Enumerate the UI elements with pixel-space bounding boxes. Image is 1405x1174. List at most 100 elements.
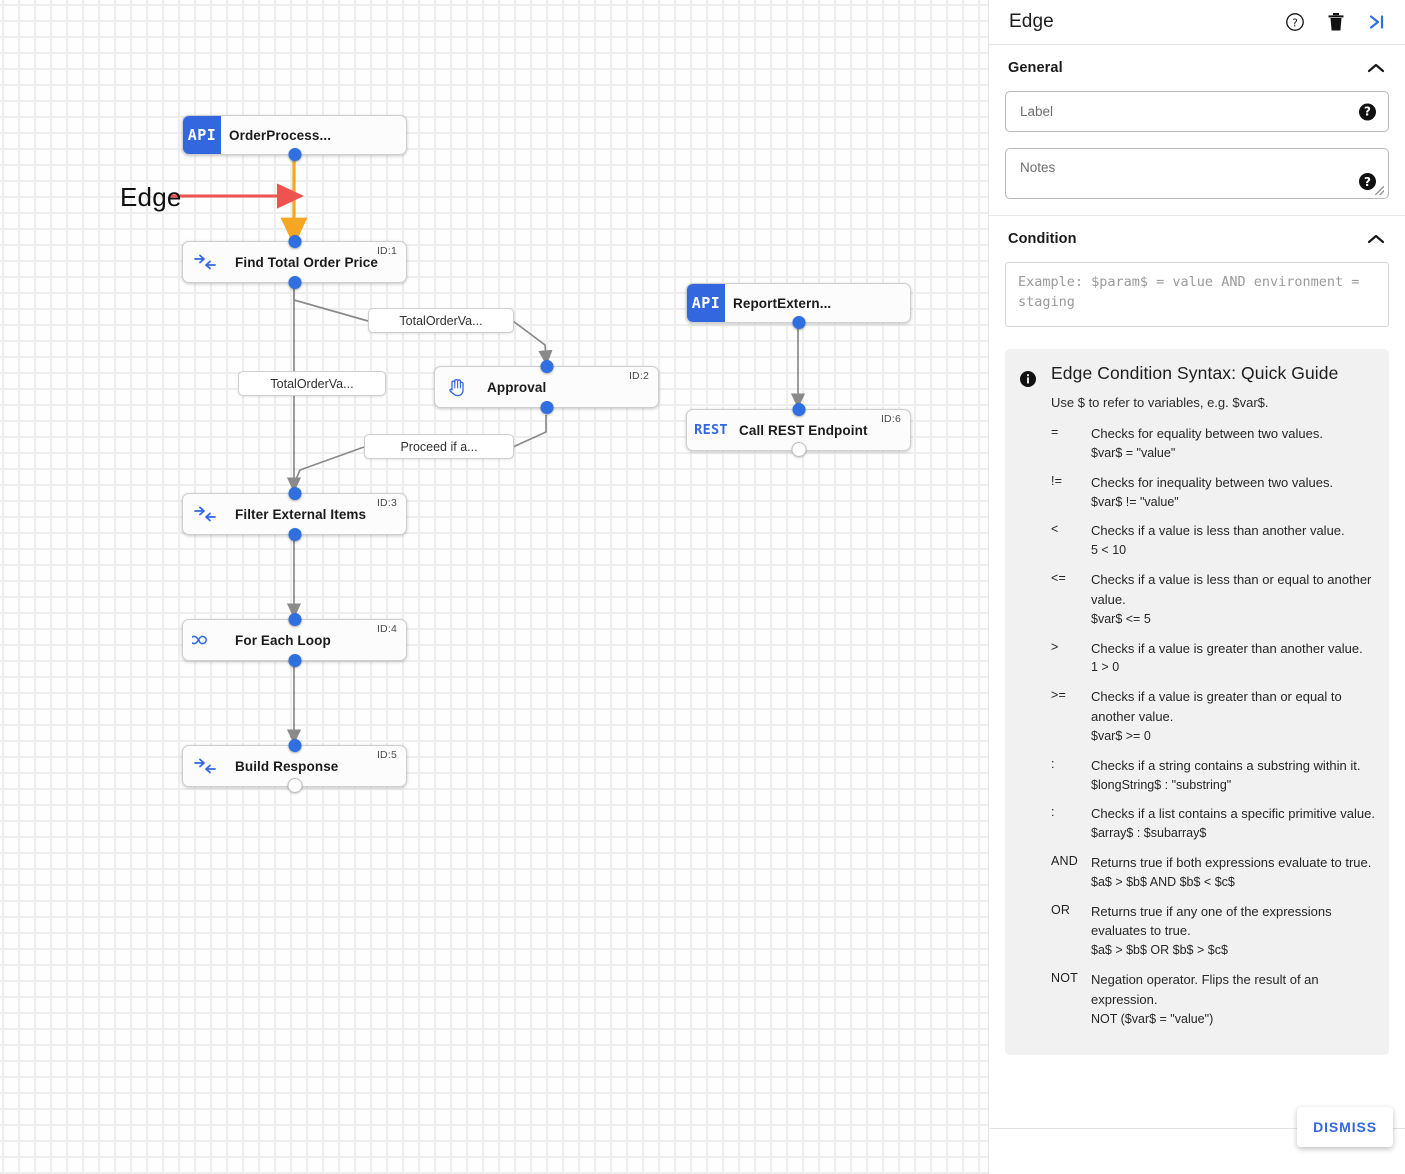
node-output-port[interactable] — [288, 276, 301, 289]
delete-icon[interactable] — [1327, 12, 1345, 32]
operator-symbol: NOT — [1051, 971, 1078, 985]
collapse-panel-icon[interactable] — [1367, 12, 1387, 32]
loop-icon — [183, 633, 227, 647]
operator-row: <= Checks if a value is less than or equa… — [1051, 570, 1375, 629]
operator-symbol: != — [1051, 473, 1063, 488]
chevron-up-icon[interactable] — [1366, 233, 1386, 245]
node-output-port[interactable] — [287, 778, 302, 793]
dismiss-button[interactable]: DISMISS — [1297, 1107, 1393, 1147]
operator-symbol: : — [1051, 756, 1055, 771]
node-for-each-loop[interactable]: For Each Loop ID:4 — [182, 613, 407, 667]
quick-guide-title: Edge Condition Syntax: Quick Guide — [1051, 363, 1339, 384]
operator-description: Checks if a value is less than another v… — [1091, 523, 1345, 539]
label-field[interactable]: Label ? — [1005, 91, 1389, 132]
node-output-port[interactable] — [540, 401, 553, 414]
operator-description-cell: Checks if a value is less than another v… — [1091, 521, 1375, 560]
operator-row: >Checks if a value is greater than anoth… — [1051, 639, 1375, 678]
edge-properties-panel: Edge ? — [988, 0, 1405, 1174]
edge-label-box[interactable]: Proceed if a... — [364, 434, 514, 459]
node-report-external[interactable]: API ReportExtern... — [686, 283, 911, 329]
node-title: Approval — [487, 379, 547, 395]
operator-symbol: OR — [1051, 902, 1071, 917]
operator-symbol: = — [1051, 425, 1059, 440]
condition-heading: Condition — [1008, 231, 1077, 247]
operator-row: : Checks if a list contains a specific pr… — [1051, 804, 1375, 843]
operator-description-cell: Checks if a list contains a specific pri… — [1091, 804, 1375, 843]
rest-badge-icon: REST — [694, 422, 728, 438]
notes-resize-handle[interactable] — [1375, 186, 1384, 195]
operator-symbol: < — [1051, 522, 1059, 537]
operator-description: Checks if a value is less than or equal … — [1091, 572, 1372, 607]
general-heading: General — [1008, 60, 1063, 76]
node-id-tag: ID:3 — [376, 497, 397, 509]
node-output-port[interactable] — [288, 528, 301, 541]
operator-symbol: : — [1051, 805, 1055, 820]
condition-section-header[interactable]: Condition — [1005, 216, 1389, 262]
node-output-port[interactable] — [791, 442, 806, 457]
quick-guide-subtitle: Use $ to refer to variables, e.g. $var$. — [1051, 395, 1269, 411]
notes-field-placeholder: Notes — [1020, 160, 1056, 175]
node-input-port[interactable] — [792, 403, 805, 416]
node-id-tag: ID:4 — [376, 623, 397, 635]
node-input-port[interactable] — [288, 739, 301, 752]
node-call-rest-endpoint[interactable]: REST Call REST Endpoint ID:6 — [686, 403, 911, 457]
operator-description-cell: Checks if a value is greater than anothe… — [1091, 639, 1375, 678]
help-icon[interactable]: ? — [1285, 12, 1305, 32]
node-output-port[interactable] — [792, 316, 805, 329]
panel-header-actions: ? — [1285, 12, 1387, 32]
operator-symbol: <= — [1051, 571, 1066, 585]
operator-description: Checks if a string contains a substring … — [1091, 757, 1361, 773]
operator-description-cell: Checks if a string contains a substring … — [1091, 756, 1375, 795]
operator-example: $longString$ : "substring" — [1091, 777, 1232, 792]
node-input-port[interactable] — [288, 235, 301, 248]
notes-help-icon[interactable]: ? — [1359, 173, 1376, 190]
label-help-icon[interactable]: ? — [1359, 103, 1376, 120]
chevron-up-icon[interactable] — [1366, 62, 1386, 74]
node-id-tag: ID:1 — [376, 245, 397, 257]
flow-canvas[interactable]: Edge API OrderProcess... Find Total Orde… — [0, 0, 988, 1174]
general-section: General Label ? Notes ? — [989, 45, 1405, 199]
node-output-port[interactable] — [288, 654, 301, 667]
node-build-response[interactable]: Build Response ID:5 — [182, 739, 407, 793]
operator-description: Checks if a value is greater than or equ… — [1091, 689, 1342, 724]
operator-row: != Checks for inequality between two valu… — [1051, 473, 1375, 512]
node-input-port[interactable] — [540, 360, 553, 373]
node-order-process[interactable]: API OrderProcess... — [182, 115, 407, 161]
api-badge-icon: API — [183, 116, 221, 154]
operator-example: $var$ != "value" — [1091, 494, 1179, 509]
node-approval[interactable]: Approval ID:2 — [434, 360, 659, 414]
node-find-total-order-price[interactable]: Find Total Order Price ID:1 — [182, 235, 407, 289]
node-output-port[interactable] — [288, 148, 301, 161]
svg-text:?: ? — [1292, 17, 1298, 29]
node-title: For Each Loop — [235, 632, 331, 648]
operator-symbol: >= — [1051, 688, 1066, 703]
panel-body: General Label ? Notes ? — [989, 45, 1405, 1128]
edge-label-box[interactable]: TotalOrderVa... — [368, 308, 514, 333]
condition-quick-guide: Edge Condition Syntax: Quick Guide Use $… — [1005, 349, 1389, 1055]
api-badge-icon: API — [687, 284, 725, 322]
operator-example: $a$ > $b$ OR $b$ > $c$ — [1091, 943, 1228, 958]
node-filter-external-items[interactable]: Filter External Items ID:3 — [182, 487, 407, 541]
node-title: OrderProcess... — [229, 127, 332, 143]
operator-description: Checks for inequality between two values… — [1091, 474, 1334, 490]
node-title: Build Response — [235, 758, 339, 774]
operator-description: Returns true if any one of the expressio… — [1091, 903, 1332, 939]
general-section-header[interactable]: General — [1005, 45, 1389, 91]
edge-label-box[interactable]: TotalOrderVa... — [238, 371, 386, 396]
panel-footer: DISMISS — [989, 1107, 1405, 1174]
section-divider — [989, 215, 1405, 216]
operator-row: OR Returns true if any one of the express… — [1051, 902, 1375, 961]
operator-description-cell: Returns true if any one of the expressio… — [1091, 902, 1375, 961]
quick-guide-body: Edge Condition Syntax: Quick Guide Use $… — [1051, 363, 1375, 1038]
label-field-placeholder: Label — [1020, 104, 1054, 119]
info-icon — [1019, 363, 1037, 1038]
operator-example: 1 > 0 — [1091, 660, 1120, 675]
notes-field[interactable]: Notes ? — [1005, 148, 1389, 199]
node-input-port[interactable] — [288, 613, 301, 626]
operator-row: < Checks if a value is less than another … — [1051, 521, 1375, 560]
operator-example: $var$ = "value" — [1091, 446, 1176, 460]
operator-description-cell: Checks if a value is less than or equal … — [1091, 570, 1375, 629]
node-input-port[interactable] — [288, 487, 301, 500]
condition-input[interactable]: Example: $param$ = value AND environment… — [1005, 262, 1389, 328]
